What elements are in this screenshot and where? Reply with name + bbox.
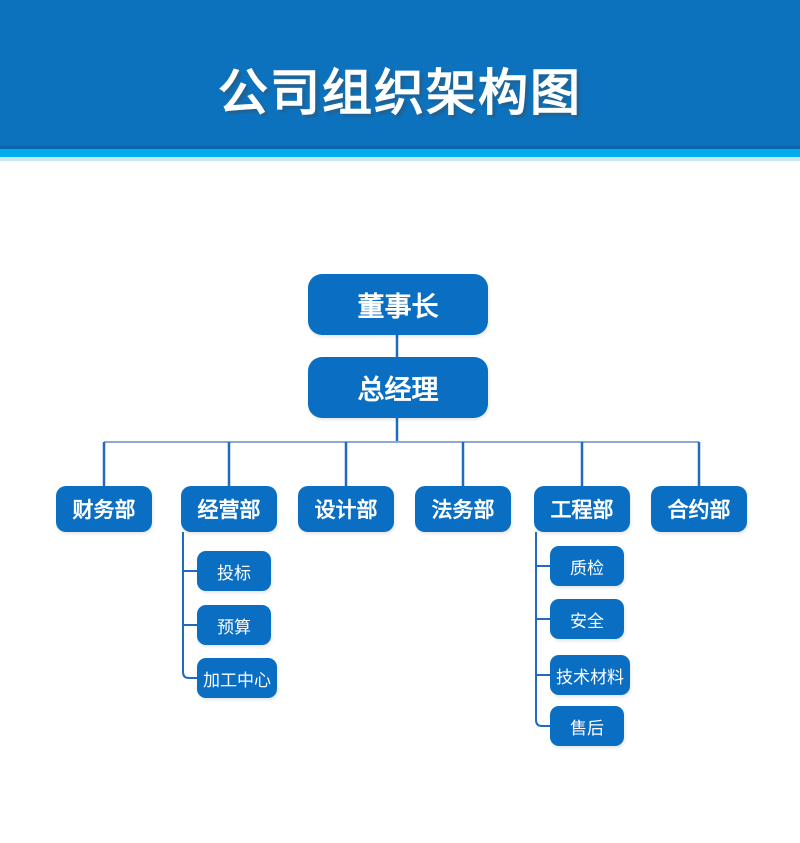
org-node-legal-dept: 法务部 [415, 486, 511, 532]
org-node-budget: 预算 [197, 605, 271, 645]
org-node-engineering-dept: 工程部 [534, 486, 630, 532]
cyan-stripe [0, 149, 800, 157]
org-node-contracts-dept: 合约部 [651, 486, 747, 532]
org-node-processing-center: 加工中心 [197, 658, 277, 698]
org-node-technical-materials: 技术材料 [550, 655, 630, 695]
org-node-design-dept: 设计部 [298, 486, 394, 532]
org-node-finance-dept: 财务部 [56, 486, 152, 532]
org-node-operations-dept: 经营部 [181, 486, 277, 532]
banner-edge-stripe [0, 146, 800, 149]
org-node-general-manager: 总经理 [308, 357, 488, 418]
org-node-after-sales: 售后 [550, 706, 624, 746]
org-node-chairman: 董事长 [308, 274, 488, 335]
org-node-quality-inspection: 质检 [550, 546, 624, 586]
pale-stripe [0, 157, 800, 161]
connector-subtree-b-spine [535, 532, 550, 727]
org-node-safety: 安全 [550, 599, 624, 639]
connector-subtree-a-spine [182, 532, 197, 679]
header-banner: 公司组织架构图 [0, 0, 800, 146]
org-node-bidding: 投标 [197, 551, 271, 591]
page-title: 公司组织架构图 [218, 65, 582, 121]
